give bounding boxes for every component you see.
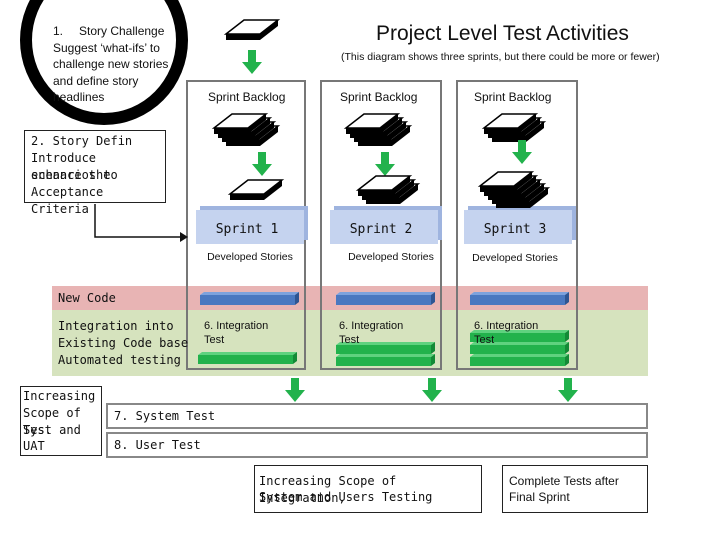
user-test-row: 8. User Test <box>106 432 648 458</box>
story-challenge-heading: Story Challenge <box>79 24 165 38</box>
integration-bars-1 <box>198 352 297 364</box>
integration-label-line-3: Automated testing <box>58 353 181 367</box>
backlog-stack-3 <box>483 113 545 143</box>
sprint-2-frame <box>320 80 442 370</box>
story-define-box: 2. Story Defin Introduce scenarios to en… <box>24 130 166 216</box>
down-arrow-icon <box>558 378 578 402</box>
system-test-label: 7. System Test <box>114 409 216 423</box>
down-arrow-icon <box>285 378 305 402</box>
story-define-line-4: Acceptance Criteria <box>31 185 104 216</box>
integration-test-label-3a: 6. Integration <box>474 320 539 332</box>
increasing-scope-line-4: UAT <box>23 439 45 453</box>
footer-left-line-2: System and Users Testing <box>259 490 433 504</box>
integration-test-label-2b: Test <box>339 334 360 346</box>
footer-left-line-1: Increasing Scope of Integration, <box>259 474 397 505</box>
new-code-bar-2 <box>336 292 435 305</box>
developed-stack-3 <box>479 171 549 209</box>
increasing-scope-line-1: Increasing <box>23 389 96 403</box>
sprint-1-label: Sprint 1 <box>215 222 279 237</box>
page-subtitle: (This diagram shows three sprints, but t… <box>341 51 660 63</box>
connector-line <box>94 204 180 238</box>
story-challenge-line-4: headlines <box>53 90 105 104</box>
increasing-scope-line-3: Test and <box>23 423 81 437</box>
story-challenge-line-2: challenge new stories <box>53 57 169 71</box>
user-test-label: 8. User Test <box>114 438 201 452</box>
increasing-scope-box: Increasing Scope of Sys. Test and UAT <box>20 386 102 456</box>
sprint-1-banner <box>196 210 304 244</box>
story-define-line-2: Introduce scenarios to <box>31 151 118 182</box>
backlog-label-3: Sprint Backlog <box>474 90 552 104</box>
developed-label-2: Developed Stories <box>348 251 434 263</box>
sprint-2-banner <box>330 210 438 244</box>
footer-right-box: Complete Tests after Final Sprint <box>502 465 648 513</box>
integration-label-line-2: Existing Code base <box>58 336 189 350</box>
new-code-label: New Code <box>58 291 116 305</box>
sprint-3-banner <box>464 210 572 244</box>
sprint-2-label: Sprint 2 <box>349 222 413 237</box>
developed-label-3: Developed Stories <box>472 252 558 264</box>
developed-stack-1 <box>229 179 283 201</box>
new-code-bar-3 <box>470 292 569 305</box>
story-challenge-number: 1. <box>53 24 64 38</box>
down-arrow-icon <box>422 378 442 402</box>
down-arrow-icon <box>375 152 395 176</box>
backlog-label-2: Sprint Backlog <box>340 90 418 104</box>
sprint-3-label: Sprint 3 <box>483 222 547 237</box>
story-challenge-line-1: Suggest ‘what-ifs’ to <box>53 41 160 55</box>
backlog-label-1: Sprint Backlog <box>208 90 286 104</box>
footer-right-line-1: Complete Tests after <box>509 474 619 488</box>
down-arrow-icon <box>252 152 272 176</box>
backlog-stack-2 <box>345 113 411 147</box>
footer-right-line-2: Final Sprint <box>509 490 570 504</box>
integration-test-label-1a: 6. Integration <box>204 320 269 332</box>
developed-label-1: Developed Stories <box>207 251 293 263</box>
integration-test-label-1b: Test <box>204 334 225 346</box>
system-test-row: 7. System Test <box>106 403 648 429</box>
story-define-line-3: enhance the <box>31 168 111 182</box>
down-arrow-icon <box>242 50 262 74</box>
sprint-3-frame <box>456 80 578 370</box>
story-card-icon <box>225 19 279 41</box>
increasing-scope-line-2: Scope of Sys. <box>23 406 81 437</box>
backlog-stack-1 <box>213 113 279 147</box>
integration-test-label-2a: 6. Integration <box>339 320 404 332</box>
story-challenge-line-3: and define story <box>53 74 139 88</box>
integration-label-line-1: Integration into <box>58 319 174 333</box>
story-challenge-box: 1. Story Challenge Suggest ‘what-ifs’ to… <box>44 18 184 110</box>
down-arrow-icon <box>512 140 532 164</box>
integration-test-label-3b: Test <box>474 334 495 346</box>
story-define-line-1: 2. Story Defin <box>31 134 133 148</box>
sprint-1-frame <box>186 80 306 370</box>
footer-left-box: Increasing Scope of Integration, System … <box>254 465 482 513</box>
page-title: Project Level Test Activities <box>376 22 629 45</box>
new-code-bar-1 <box>200 292 299 305</box>
developed-stack-2 <box>357 175 419 205</box>
